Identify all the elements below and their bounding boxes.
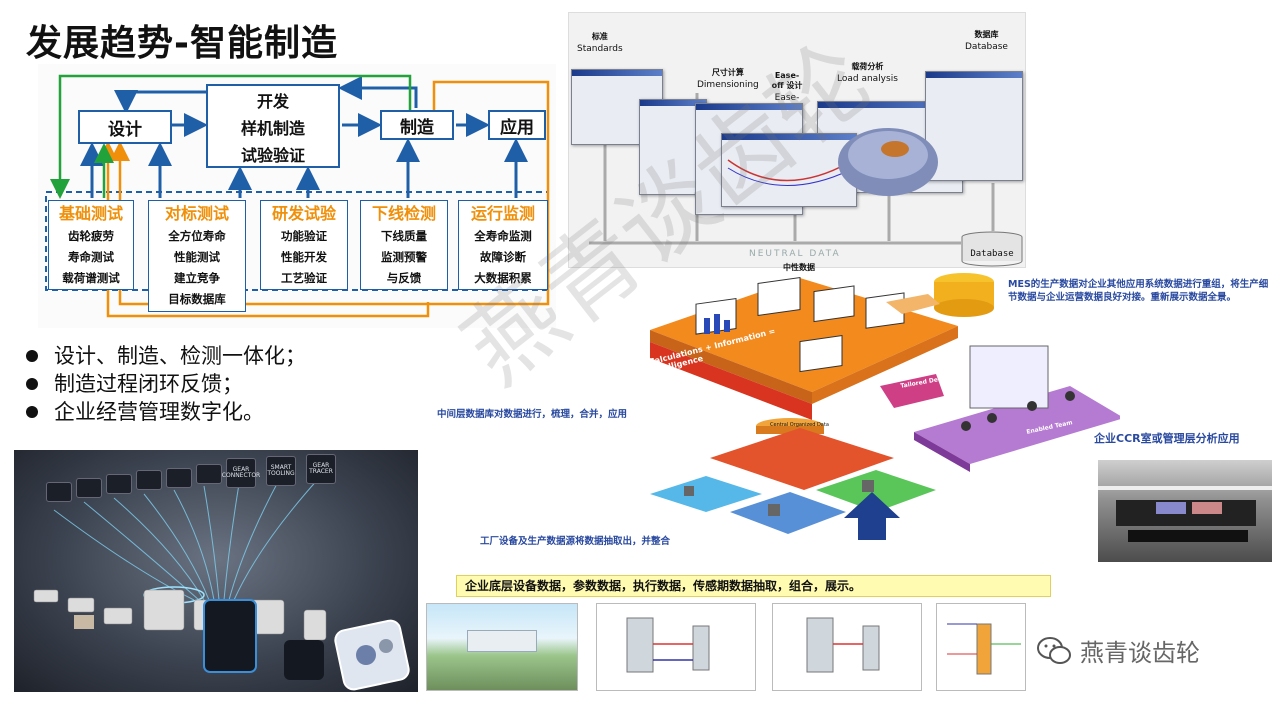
application-box: 应用 — [488, 110, 546, 140]
test-item: 故障诊断 — [480, 250, 526, 264]
process-schematic — [806, 617, 880, 673]
test-offline: 下线检测 下线质量 监测预警 与反馈 — [360, 200, 448, 290]
neutral-data-center-label: 中性数据 — [783, 263, 815, 272]
test-item: 全寿命监测 — [474, 229, 532, 243]
test-item: 寿命测试 — [68, 250, 114, 264]
software-window — [721, 133, 857, 207]
mes-note: MES的生产数据对企业其他应用系统数据进行重组，将生产细节数据与企业运营数据良好… — [1008, 279, 1269, 303]
manufacture-box: 制造 — [380, 110, 454, 140]
bullet-list: 设计、制造、检测一体化； 制造过程闭环反馈； 企业经营管理数字化。 — [26, 342, 306, 426]
test-title: 下线检测 — [371, 204, 436, 223]
bullet-text: 制造过程闭环反馈； — [54, 372, 243, 396]
software-window — [925, 71, 1023, 181]
test-rnd: 研发试验 功能验证 性能开发 工艺验证 — [260, 200, 348, 290]
test-item: 工艺验证 — [281, 271, 327, 285]
bullet-text: 设计、制造、检测一体化； — [54, 344, 306, 368]
test-item: 下线质量 — [381, 229, 427, 243]
core-text: Central Organized Data — [770, 422, 829, 428]
wechat-icon — [1037, 636, 1071, 664]
database-label: Database — [970, 249, 1014, 259]
process-schematic — [626, 617, 710, 673]
test-basic: 基础测试 齿轮疲劳 寿命测试 载荷谱测试 — [48, 200, 134, 290]
ccr-note: 企业CCR室或管理层分析应用 — [1094, 432, 1240, 445]
test-operation: 运行监测 全寿命监测 故障诊断 大数据积累 — [458, 200, 548, 290]
test-benchmark: 对标测试 全方位寿命 性能测试 建立竞争 目标数据库 — [148, 200, 246, 312]
mes-layered-diagram — [650, 273, 1120, 540]
test-item: 大数据积累 — [474, 271, 532, 285]
bullet-text: 企业经营管理数字化。 — [54, 400, 264, 424]
neutral-data-label: NEUTRAL DATA — [749, 249, 841, 259]
factory-photo — [426, 603, 578, 691]
dev-line-3: 试验验证 — [240, 146, 305, 165]
dev-line-1: 开发 — [256, 92, 289, 111]
measurement-devices-image: GEAR CONNECTOR SMART TOOLING GEAR TRACER — [14, 450, 418, 692]
process-diagram-1 — [596, 603, 756, 691]
bullet-item: 设计、制造、检测一体化； — [26, 342, 306, 370]
device-chip — [196, 464, 222, 484]
factory-source-note: 工厂设备及生产数据源将数据抽取出，并整合 — [480, 536, 671, 547]
brand-name: 燕青谈齿轮 — [1080, 639, 1200, 667]
bullet-dot-icon — [26, 350, 38, 362]
page-title: 发展趋势-智能制造 — [26, 23, 338, 64]
bullet-item: 制造过程闭环反馈； — [26, 370, 306, 398]
test-item: 齿轮疲劳 — [68, 229, 114, 243]
database-cylinder-icon — [961, 231, 1023, 267]
brand-logo: 燕青谈齿轮 — [1036, 633, 1200, 668]
device-chip — [136, 470, 162, 490]
development-flow-diagram: 设计 开发 样机制造 试验验证 制造 应用 基础测试 齿轮疲劳 寿命测试 载荷谱… — [38, 64, 556, 328]
test-item: 性能开发 — [281, 250, 327, 264]
test-title: 基础测试 — [58, 204, 123, 223]
dev-line-2: 样机制造 — [240, 119, 305, 138]
test-title: 对标测试 — [164, 204, 229, 223]
bullet-dot-icon — [26, 378, 38, 390]
test-item: 功能验证 — [281, 229, 327, 243]
bullet-item: 企业经营管理数字化。 — [26, 398, 306, 426]
process-schematic — [947, 623, 1021, 675]
test-item: 性能测试 — [174, 250, 220, 264]
device-chip — [166, 468, 192, 488]
test-item: 与反馈 — [386, 271, 422, 285]
test-item: 载荷谱测试 — [62, 271, 120, 285]
device-chip — [106, 474, 132, 494]
test-title: 运行监测 — [470, 204, 535, 223]
device-chip: GEAR TRACER — [306, 454, 336, 484]
process-diagram-2 — [772, 603, 922, 691]
control-room-image — [1098, 460, 1272, 562]
gear-3d-icon — [838, 128, 938, 196]
curve-plot — [727, 159, 851, 186]
test-title: 研发试验 — [271, 204, 336, 223]
device-chip: SMART TOOLING — [266, 456, 296, 486]
process-diagram-3 — [936, 603, 1026, 691]
test-item: 监测预警 — [381, 250, 427, 264]
device-chip — [46, 482, 72, 502]
device-chip: GEAR CONNECTOR — [222, 458, 260, 488]
device-connection-lines — [33, 477, 410, 691]
bullet-dot-icon — [26, 406, 38, 418]
test-item: 建立竞争 — [174, 271, 220, 285]
test-item: 全方位寿命 — [168, 229, 226, 243]
flow-arrows — [45, 74, 550, 318]
middle-layer-note: 中间层数据库对数据进行，梳理，合并，应用 — [437, 409, 628, 420]
design-box: 设计 — [78, 110, 172, 144]
dev-box: 开发 样机制造 试验验证 — [206, 84, 340, 168]
device-chip — [76, 478, 102, 498]
data-extraction-bar: 企业底层设备数据，参数数据，执行数据，传感期数据抽取，组合，展示。 — [456, 575, 1051, 597]
test-item: 目标数据库 — [168, 292, 226, 306]
